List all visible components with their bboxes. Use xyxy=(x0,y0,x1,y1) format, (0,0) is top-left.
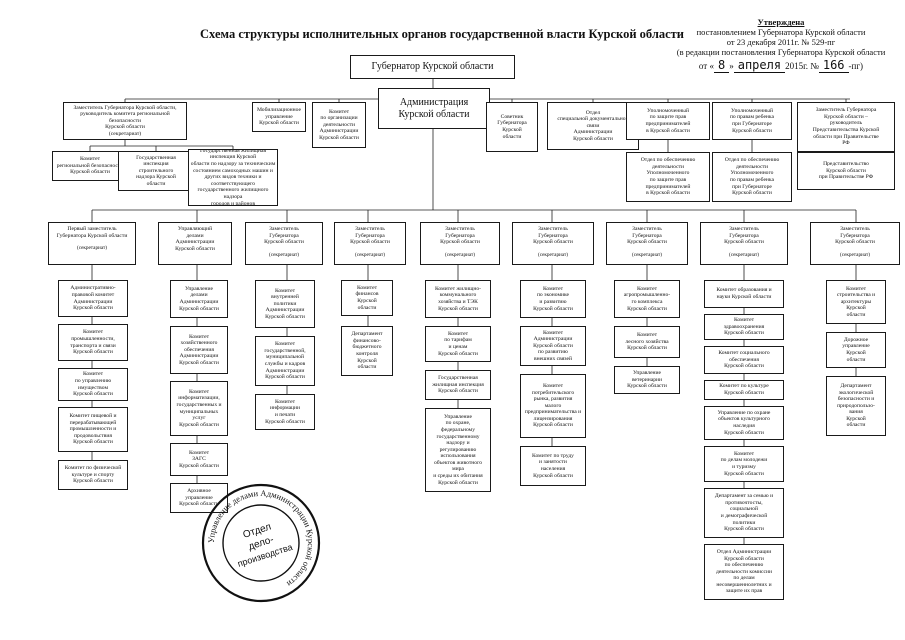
row3-box: Отдел по обеспечению деятельности Уполно… xyxy=(712,152,792,202)
department-box: Комитет хозяйственного обеспечения Админ… xyxy=(170,326,228,374)
date-mid: » xyxy=(729,61,734,71)
deputy-head-box: Первый заместитель Губернатора Курской о… xyxy=(48,222,136,265)
department-box: Комитет по делам молодежи и туризму Курс… xyxy=(704,446,784,482)
page-title: Схема структуры исполнительных органов г… xyxy=(200,27,684,41)
secretariat-label: (секретариат) xyxy=(269,251,299,258)
department-box: Комитет лесного хозяйства Курской област… xyxy=(614,326,680,358)
department-box: Комитет по труду и занятости населения К… xyxy=(520,446,586,486)
row3-box: Государственная инспекция строительного … xyxy=(118,151,194,191)
deputy-title: Первый заместитель Губернатора Курской о… xyxy=(56,226,128,239)
department-box: Административно- правовой комитет Админи… xyxy=(58,280,128,317)
deputy-head-box: Заместитель Губернатора Курской области (… xyxy=(606,222,688,265)
date-prefix: от « xyxy=(698,61,714,71)
department-box: Комитет жилищно- коммунального хозяйства… xyxy=(425,280,491,318)
date-month: апреля xyxy=(733,58,786,73)
governor-box: Губернатор Курской области xyxy=(350,55,515,79)
department-box: Комитет по экономике и развитию Курской … xyxy=(520,280,586,318)
deputy-head-box: Управляющий делами Администрации Курской… xyxy=(158,222,232,265)
department-box: Департамент за семью и противочтосты, со… xyxy=(704,488,784,538)
department-box: Отдел Администрации Курской области по о… xyxy=(704,544,784,600)
administration-box: Администрация Курской области xyxy=(378,88,490,129)
department-box: Комитет пищевой и перерабатывающей промы… xyxy=(58,407,128,452)
row3-box: Государственная жилищная инспекция Курск… xyxy=(188,149,278,206)
approval-block: Утверждена постановлением Губернатора Ку… xyxy=(662,17,900,73)
department-box: Комитет здравоохранения Курской области xyxy=(704,314,784,340)
department-box: Комитет по тарифам и ценам Курской облас… xyxy=(425,326,491,362)
deputy-head-box: Заместитель Губернатора Курской области (… xyxy=(512,222,594,265)
department-box: Комитет потребительского рынка, развития… xyxy=(520,374,586,438)
row2-box: Советник Губернатора Курской области xyxy=(486,102,538,152)
doc-number: 166 xyxy=(818,58,849,73)
approval-line-3: от 23 декабря 2011г. № 529-пг xyxy=(726,37,836,47)
department-box: Комитет ЗАГС Курской области xyxy=(170,443,228,476)
deputy-title: Заместитель Губернатора Курской области xyxy=(264,226,304,246)
department-box: Комитет финансов Курской области xyxy=(341,280,393,316)
department-box: Комитет по физической культуре и спорту … xyxy=(58,460,128,490)
department-box: Управление по охране объектов культурног… xyxy=(704,406,784,440)
department-box: Управление делами Администрации Курской … xyxy=(170,280,228,318)
department-box: Комитет промышленности, транспорта и свя… xyxy=(58,324,128,361)
department-box: Комитет по культуре Курской области xyxy=(704,380,784,400)
row3-box: Представительство Курской области при Пр… xyxy=(797,152,895,190)
office-stamp: Управление делами Администрации Курской … xyxy=(201,483,321,603)
row2-box: Заместитель Губернатора Курской области,… xyxy=(63,102,187,140)
department-box: Департамент финансово- бюджетного контро… xyxy=(341,326,393,376)
department-box: Комитет агропромышленно- го комплекса Ку… xyxy=(614,280,680,318)
department-box: Комитет государственной, муниципальной с… xyxy=(255,336,315,386)
deputy-head-box: Заместитель Губернатора Курской области (… xyxy=(700,222,788,265)
deputy-title: Заместитель Губернатора Курской области xyxy=(350,226,390,246)
secretariat-label: (секретариат) xyxy=(729,251,759,258)
approval-line-4: (в редакции постановления Губернатора Ку… xyxy=(676,47,886,57)
row2-box: Уполномоченный по правам ребенка при Губ… xyxy=(712,102,792,140)
secretariat-label: (секретариат) xyxy=(538,251,568,258)
department-box: Комитет образования и науки Курской обла… xyxy=(704,280,784,308)
deputy-title: Заместитель Губернатора Курской области xyxy=(724,226,764,246)
row2-box: Отдел специальной документальной связи А… xyxy=(547,102,639,150)
deputy-title: Заместитель Губернатора Курской области xyxy=(835,226,875,246)
department-box: Комитет внутренней политики Администраци… xyxy=(255,280,315,328)
department-box: Дорожное управление Курской области xyxy=(826,332,886,368)
department-box: Комитет социального обеспечения Курской … xyxy=(704,346,784,374)
department-box: Управление ветеринарии Курской области xyxy=(614,366,680,394)
deputy-title: Заместитель Губернатора Курской области xyxy=(440,226,480,246)
approval-heading: Утверждена xyxy=(757,17,805,27)
deputy-title: Управляющий делами Администрации Курской… xyxy=(175,226,215,252)
approval-line-2: постановлением Губернатора Курской облас… xyxy=(696,27,866,37)
date-year: 2015г. № xyxy=(785,61,819,71)
department-box: Архивное управление Курской области xyxy=(170,483,228,513)
row2-box: Уполномоченный по защите прав предприним… xyxy=(626,102,710,140)
secretariat-label: (секретариат) xyxy=(77,245,107,252)
row2-box: Комитет по организации деятельности Адми… xyxy=(312,102,366,148)
secretariat-label: (секретариат) xyxy=(355,251,385,258)
department-box: Комитет строительства и архитектуры Курс… xyxy=(826,280,886,324)
row3-box: Отдел по обеспечению деятельности Уполно… xyxy=(626,152,710,202)
deputy-title: Заместитель Губернатора Курской области xyxy=(533,226,573,246)
deputy-head-box: Заместитель Губернатора Курской области (… xyxy=(810,222,900,265)
department-box: Управление по охране, федеральному госуд… xyxy=(425,408,491,492)
department-box: Комитет информатизации, государственных … xyxy=(170,381,228,436)
department-box: Комитет Администрации Курской области по… xyxy=(520,326,586,366)
secretariat-label: (секретариат) xyxy=(632,251,662,258)
deputy-head-box: Заместитель Губернатора Курской области (… xyxy=(420,222,500,265)
deputy-head-box: Заместитель Губернатора Курской области (… xyxy=(334,222,406,265)
department-box: Комитет по управлению имуществом Курской… xyxy=(58,368,128,401)
row3-box: Комитет региональной безопасности Курско… xyxy=(52,151,128,181)
deputy-title: Заместитель Губернатора Курской области xyxy=(627,226,667,246)
secretariat-label: (секретариат) xyxy=(445,251,475,258)
date-suffix: -пг) xyxy=(848,61,864,71)
secretariat-label: (секретариат) xyxy=(840,251,870,258)
department-box: Комитет информации и печати Курской обла… xyxy=(255,394,315,430)
date-day: 8 xyxy=(714,58,730,73)
department-box: Департамент экологической безопасности и… xyxy=(826,376,886,436)
department-box: Государственная жилищная инспекция Курск… xyxy=(425,370,491,400)
deputy-head-box: Заместитель Губернатора Курской области (… xyxy=(245,222,323,265)
row2-box: Заместитель Губернатора Курской области … xyxy=(797,102,895,152)
row2-box: Мобилизационное управление Курской облас… xyxy=(252,102,306,132)
